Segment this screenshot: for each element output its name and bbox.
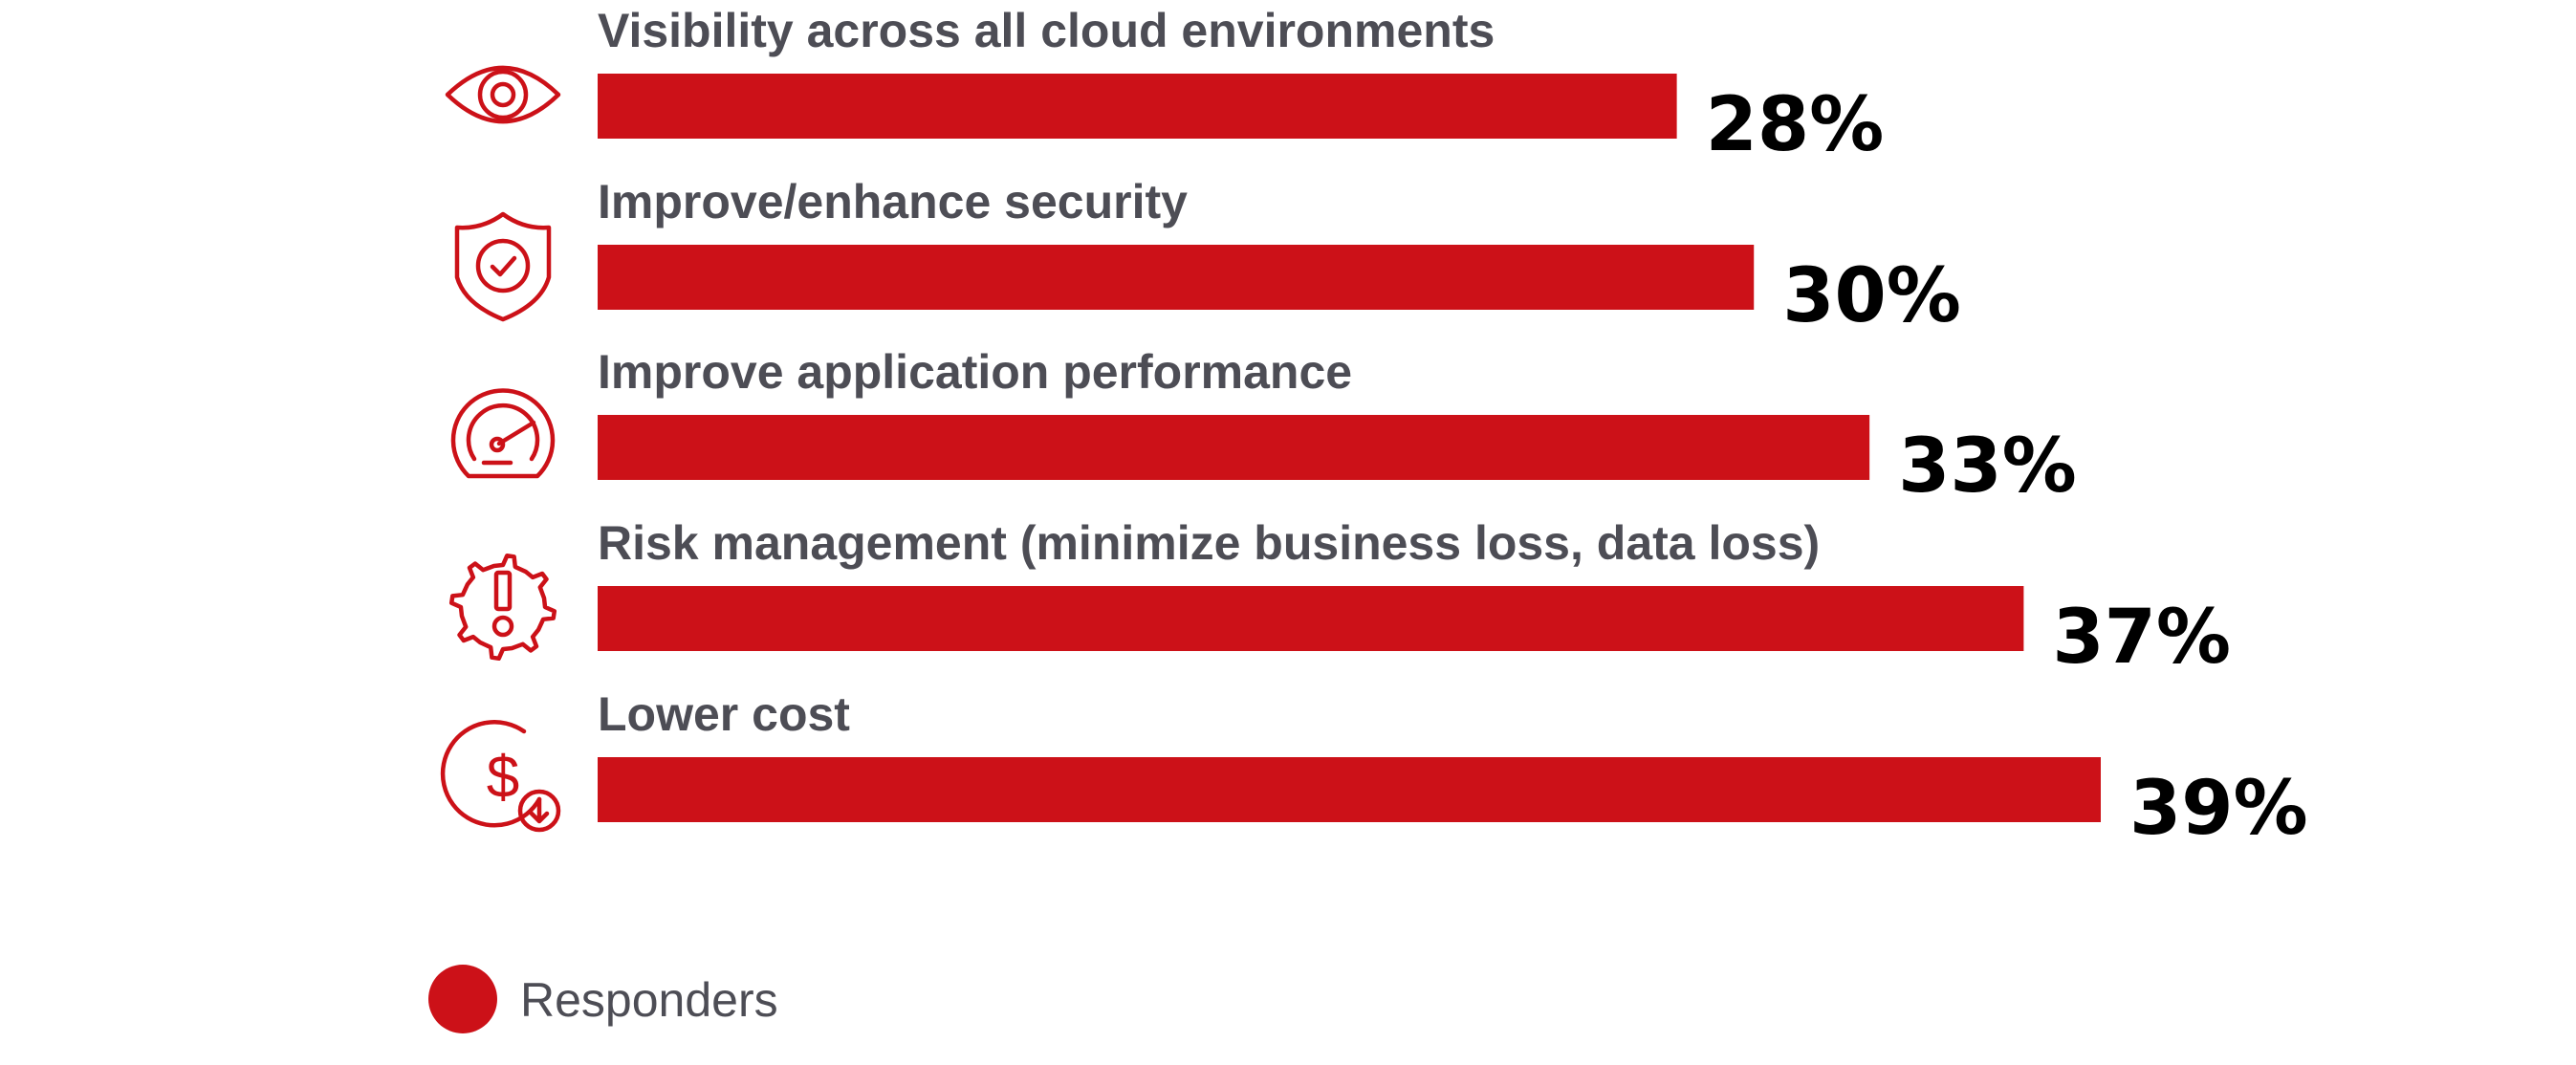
category-label: Improve/enhance security — [598, 175, 1188, 228]
value-label: 37% — [2052, 595, 2231, 681]
dollar-down-icon: $ — [440, 720, 561, 833]
chart-rows: Visibility across all cloud environments… — [440, 4, 2308, 852]
chart-row: Visibility across all cloud environments… — [445, 4, 1885, 168]
eye-icon — [445, 65, 561, 124]
bar — [598, 586, 2024, 651]
value-label: 30% — [1782, 253, 1961, 339]
chart-row: Improve application performance 33% — [450, 345, 2077, 510]
chart-row: Risk management (minimize business loss,… — [448, 516, 2231, 681]
value-label: 33% — [1898, 424, 2077, 510]
bar — [598, 74, 1677, 139]
category-label: Lower cost — [598, 687, 850, 741]
speedometer-icon — [450, 388, 556, 479]
shield-check-icon — [454, 211, 552, 322]
legend-label: Responders — [520, 973, 778, 1027]
chart-row: Improve/enhance security 30% — [454, 175, 1961, 339]
gear-alert-icon — [448, 553, 557, 662]
value-label: 28% — [1706, 82, 1885, 168]
bar — [598, 757, 2101, 822]
legend: Responders — [428, 965, 778, 1033]
value-label: 39% — [2129, 766, 2308, 852]
legend-swatch — [428, 965, 497, 1033]
chart-row: $ Lower cost 39% — [440, 687, 2308, 852]
bar — [598, 245, 1755, 310]
svg-text:$: $ — [487, 745, 519, 811]
category-label: Risk management (minimize business loss,… — [598, 516, 1820, 570]
bar — [598, 415, 1870, 480]
category-label: Visibility across all cloud environments — [598, 4, 1495, 57]
category-label: Improve application performance — [598, 345, 1352, 399]
